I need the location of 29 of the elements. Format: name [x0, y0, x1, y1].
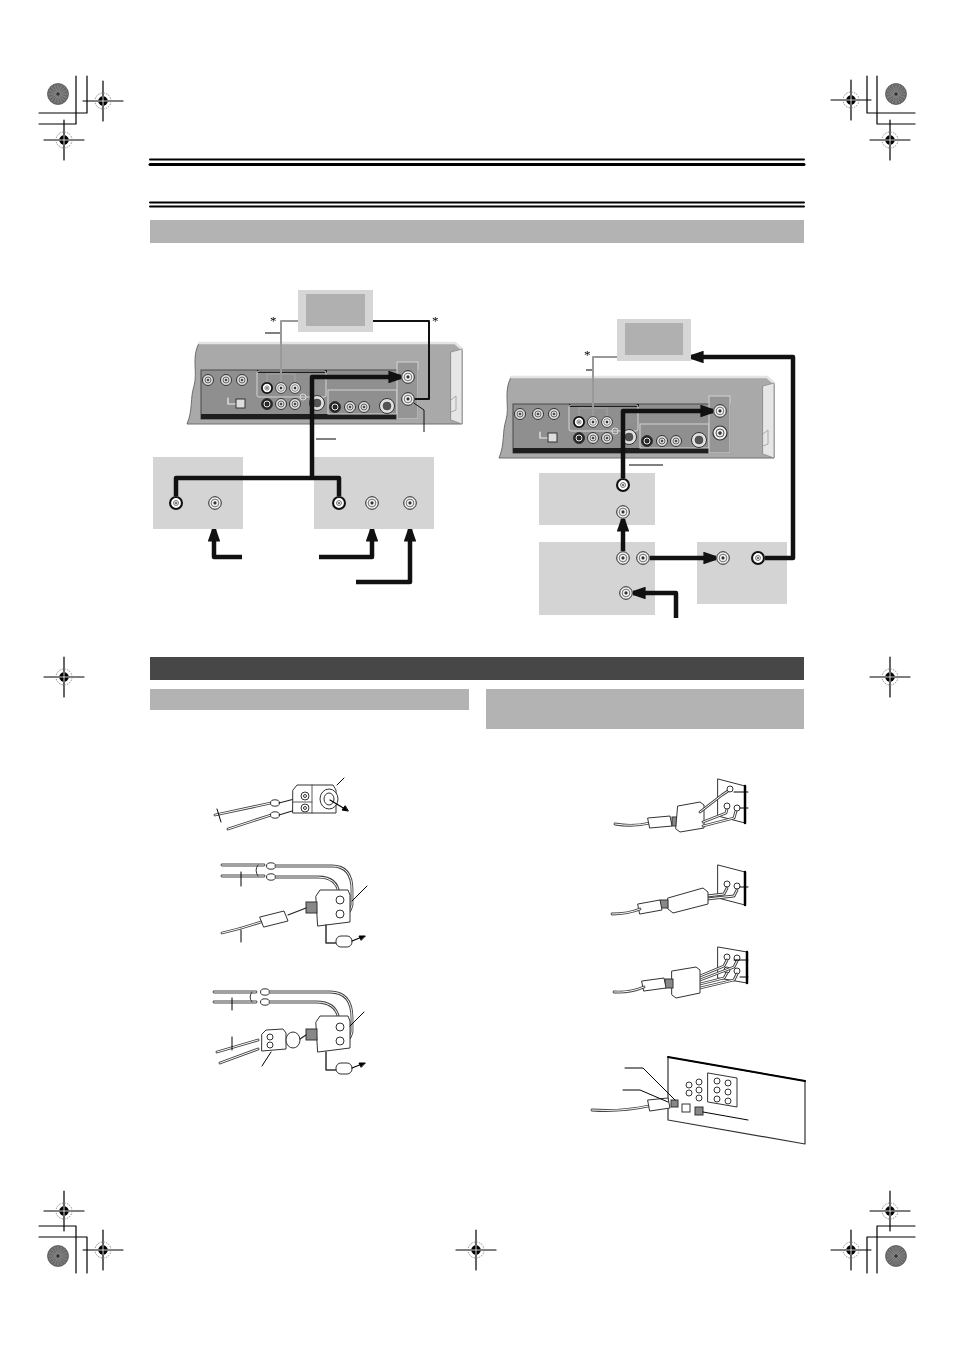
jack-socket	[208, 496, 222, 510]
jack-socket	[751, 551, 765, 565]
device-panel	[697, 542, 787, 604]
asterisk-mark: *	[432, 314, 439, 327]
jack-socket	[332, 496, 346, 510]
jack-socket	[716, 551, 730, 565]
cable-line	[173, 475, 312, 496]
heading-band	[150, 220, 804, 243]
cable-line	[312, 475, 342, 496]
device-panel	[539, 542, 655, 615]
heading-band	[150, 689, 469, 710]
device-panel	[153, 457, 243, 529]
heading-band	[150, 657, 804, 680]
device-panel	[539, 473, 655, 525]
asterisk-mark: *	[584, 348, 591, 361]
monitor-box	[617, 319, 691, 361]
monitor-box	[298, 290, 373, 332]
jack-socket	[616, 478, 630, 492]
jack-socket	[619, 586, 633, 600]
device-panel	[314, 457, 434, 529]
jack-socket	[403, 496, 417, 510]
jack-socket	[636, 551, 650, 565]
cable-arrow	[207, 529, 242, 560]
jack-socket	[365, 496, 379, 510]
jack-socket	[616, 551, 630, 565]
jack-socket	[616, 505, 630, 519]
jack-socket	[169, 496, 183, 510]
heading-band	[486, 689, 804, 729]
asterisk-mark: *	[270, 314, 277, 327]
